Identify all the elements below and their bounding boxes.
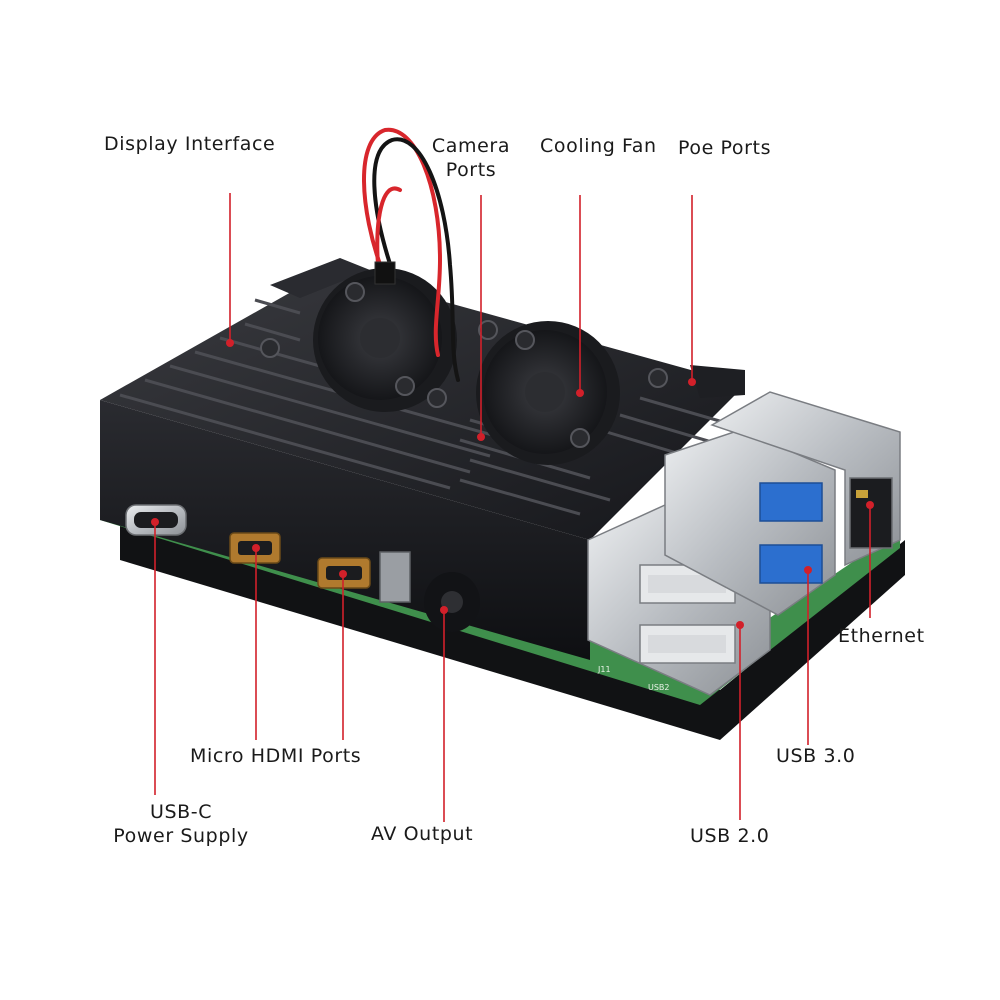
label-poe-ports: Poe Ports bbox=[678, 137, 772, 159]
label-av-output: AV Output bbox=[371, 823, 474, 845]
cooling-fan-right bbox=[427, 321, 668, 465]
label-micro-hdmi-ports: Micro HDMI Ports bbox=[190, 745, 362, 767]
label-camera-ports-line1: Camera bbox=[431, 135, 511, 157]
silkscreen-j11: J11 bbox=[597, 665, 611, 674]
label-camera-ports-line2: Ports bbox=[445, 159, 497, 181]
label-usb3: USB 3.0 bbox=[776, 745, 856, 767]
leader-lines bbox=[154, 193, 871, 822]
leader-dots bbox=[151, 339, 874, 629]
fan-wires bbox=[362, 127, 460, 382]
label-usb2: USB 2.0 bbox=[690, 825, 770, 847]
ethernet-port-block bbox=[710, 391, 901, 567]
av-output-jack bbox=[379, 551, 480, 632]
label-usb-c-power-supply: USB-C Power Supply bbox=[96, 800, 266, 848]
label-ethernet: Ethernet bbox=[838, 625, 925, 647]
label-usb-c-line1: USB-C bbox=[149, 801, 213, 823]
label-cooling-fan: Cooling Fan bbox=[540, 135, 657, 157]
label-usb-c-line2: Power Supply bbox=[113, 825, 249, 847]
usb3-ports-block bbox=[664, 429, 836, 616]
silkscreen-usb2: USB2 bbox=[648, 683, 670, 692]
label-camera-ports: Camera Ports bbox=[421, 134, 521, 182]
cooling-fan-left bbox=[260, 268, 498, 412]
label-display-interface: Display Interface bbox=[104, 133, 276, 155]
